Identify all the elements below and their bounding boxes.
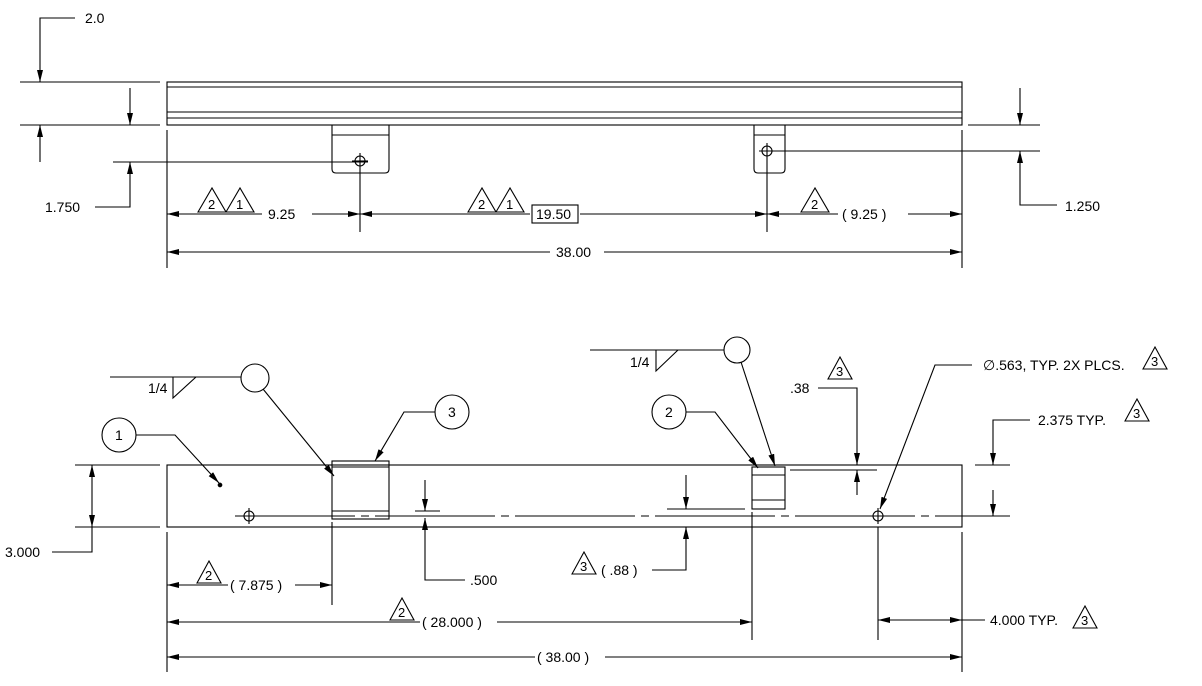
dim-88: ( .88 )	[601, 562, 638, 578]
bar	[166, 464, 963, 528]
dim-28-000: ( 28.000 )	[422, 614, 482, 630]
weld-symbol-right: 1/4	[590, 336, 776, 467]
hole-right	[872, 508, 884, 524]
rev-triangle: 2	[398, 605, 405, 620]
weld-symbol-left: 1/4	[110, 363, 335, 477]
block-3	[331, 460, 425, 520]
dim-9-25-right: ( 9.25 )	[842, 206, 886, 222]
dim-1-250: 1.250	[1065, 198, 1100, 214]
block-2	[751, 466, 786, 510]
dim-2-0: 2.0	[85, 10, 105, 26]
dim-9-25-left: 9.25	[268, 206, 295, 222]
rev-triangle: 2	[205, 568, 212, 583]
dim-38-00-top: 38.00	[556, 244, 591, 260]
rev-triangle: 2	[208, 197, 215, 212]
dim-3-000: 3.000	[5, 544, 40, 560]
rail	[166, 81, 963, 126]
hole-note: ∅.563, TYP. 2X PLCS.	[983, 357, 1125, 373]
rev-triangle: 1	[506, 197, 513, 212]
rev-triangle: 2	[811, 197, 818, 212]
rev-triangle: 3	[1133, 406, 1140, 421]
dim-38: .38	[790, 380, 810, 396]
weld-size: 1/4	[630, 354, 650, 370]
front-view: 1 2 3 1/4 1/4	[5, 336, 1168, 672]
dim-4-000: 4.000 TYP.	[990, 612, 1058, 628]
dim-1-750: 1.750	[45, 199, 80, 215]
balloon-3-label: 3	[448, 404, 456, 420]
dim-19-50: 19.50	[536, 206, 571, 222]
rev-triangle: 3	[1151, 354, 1158, 369]
rev-triangle: 3	[1081, 613, 1088, 628]
dim-500: .500	[470, 572, 497, 588]
dim-7-875: ( 7.875 )	[230, 577, 282, 593]
top-view: 2.0 1.750 1.250 9.25 2 1 19.50 2 1 ( 9.2…	[20, 10, 1100, 268]
rev-triangle: 2	[478, 197, 485, 212]
dim-2-375: 2.375 TYP.	[1038, 412, 1106, 428]
weld-size: 1/4	[148, 380, 168, 396]
rev-triangle: 3	[836, 364, 843, 379]
rev-triangle: 1	[236, 197, 243, 212]
hole-left	[243, 508, 255, 524]
balloon-2-label: 2	[665, 404, 673, 420]
balloon-1-label: 1	[115, 427, 123, 443]
bracket-right	[753, 125, 786, 174]
rev-triangle: 3	[580, 559, 587, 574]
dim-38-00-front: ( 38.00 )	[537, 649, 589, 665]
